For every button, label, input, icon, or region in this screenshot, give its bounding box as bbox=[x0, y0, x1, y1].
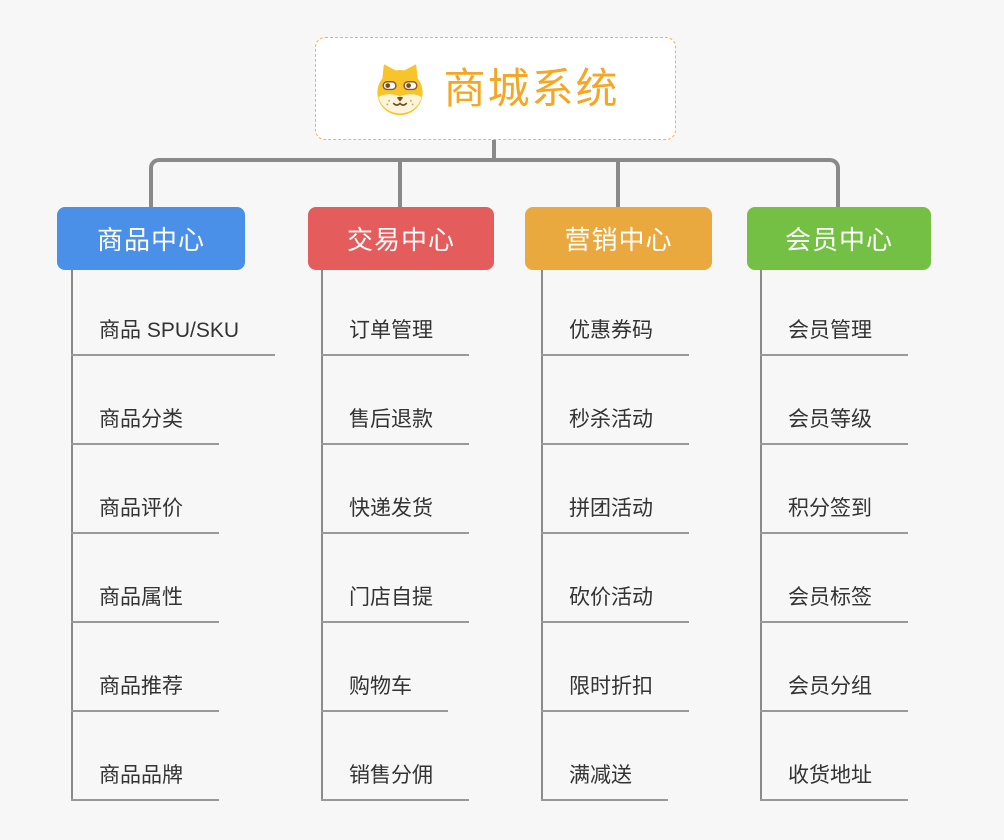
branch-member-center: 会员中心 会员管理会员等级积分签到会员标签会员分组收货地址 bbox=[747, 207, 931, 801]
topic-item[interactable]: 优惠券码 bbox=[541, 316, 689, 356]
topic-item[interactable]: 拼团活动 bbox=[541, 494, 689, 534]
topic-item[interactable]: 销售分佣 bbox=[321, 761, 469, 801]
topic-item[interactable]: 购物车 bbox=[321, 672, 448, 712]
topic-item[interactable]: 商品品牌 bbox=[71, 761, 219, 801]
topic-item[interactable]: 售后退款 bbox=[321, 405, 469, 445]
topic-item[interactable]: 积分签到 bbox=[760, 494, 908, 534]
topic-item[interactable]: 商品分类 bbox=[71, 405, 219, 445]
branch-node-trade-center[interactable]: 交易中心 bbox=[308, 207, 494, 270]
topic-item[interactable]: 商品评价 bbox=[71, 494, 219, 534]
topic-item[interactable]: 会员管理 bbox=[760, 316, 908, 356]
root-title: 商城系统 bbox=[443, 64, 620, 112]
branch-node-marketing-center[interactable]: 营销中心 bbox=[525, 207, 712, 270]
topic-item[interactable]: 商品属性 bbox=[71, 583, 219, 623]
topic-item[interactable]: 订单管理 bbox=[321, 316, 469, 356]
topic-item[interactable]: 限时折扣 bbox=[541, 672, 689, 712]
branch-items-marketing-center: 优惠券码秒杀活动拼团活动砍价活动限时折扣满减送 bbox=[541, 270, 801, 805]
dog-face-icon bbox=[377, 64, 424, 115]
connector-bus bbox=[149, 158, 840, 207]
connector-drop-marketing bbox=[616, 160, 620, 207]
connector-drop-trade bbox=[398, 160, 402, 207]
topic-item[interactable]: 会员等级 bbox=[760, 405, 908, 445]
topic-item[interactable]: 门店自提 bbox=[321, 583, 469, 623]
topic-item[interactable]: 商品推荐 bbox=[71, 672, 219, 712]
branch-node-goods-center[interactable]: 商品中心 bbox=[57, 207, 245, 270]
branch-marketing-center: 营销中心 优惠券码秒杀活动拼团活动砍价活动限时折扣满减送 bbox=[525, 207, 712, 801]
root-node[interactable]: 商城系统 bbox=[315, 37, 676, 140]
topic-item[interactable]: 砍价活动 bbox=[541, 583, 689, 623]
topic-item[interactable]: 满减送 bbox=[541, 761, 668, 801]
branch-items-goods-center: 商品 SPU/SKU 商品分类商品评价商品属性商品推荐商品品牌 bbox=[71, 270, 331, 805]
topic-item[interactable]: 快递发货 bbox=[321, 494, 469, 534]
topic-item[interactable]: 商品 SPU/SKU bbox=[71, 316, 276, 356]
branch-items-member-center: 会员管理会员等级积分签到会员标签会员分组收货地址 bbox=[760, 270, 1004, 805]
topic-item[interactable]: 会员标签 bbox=[760, 583, 908, 623]
branch-trade-center: 交易中心 订单管理售后退款快递发货门店自提购物车销售分佣 bbox=[308, 207, 494, 801]
branch-node-member-center[interactable]: 会员中心 bbox=[747, 207, 931, 270]
topic-item[interactable]: 收货地址 bbox=[760, 761, 908, 801]
topic-item[interactable]: 会员分组 bbox=[760, 672, 908, 712]
branch-items-trade-center: 订单管理售后退款快递发货门店自提购物车销售分佣 bbox=[321, 270, 581, 805]
branch-goods-center: 商品中心 商品 SPU/SKU 商品分类商品评价商品属性商品推荐商品品牌 bbox=[57, 207, 276, 801]
topic-item[interactable]: 秒杀活动 bbox=[541, 405, 689, 445]
connector-root-stub bbox=[492, 140, 496, 160]
